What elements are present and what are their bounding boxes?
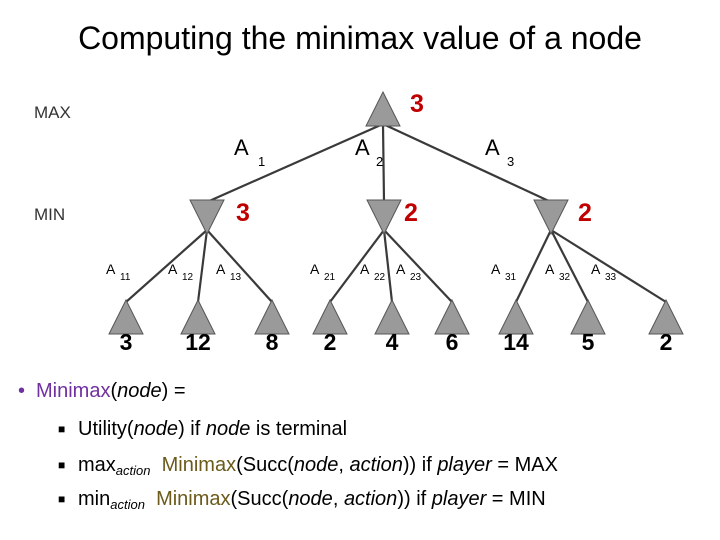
action-label-sub-2: 2 <box>376 154 383 169</box>
action-label-sub-3: 3 <box>507 154 514 169</box>
edge-root-to-min-3 <box>382 123 552 203</box>
edge-min3-to-leaf-3 <box>550 229 667 303</box>
action-label-A21: A <box>310 261 320 277</box>
action-label-sub-13: 13 <box>230 272 242 283</box>
min-node-2 <box>366 199 402 236</box>
edge-root-to-min-1 <box>206 122 384 204</box>
leaf-node-3-1 <box>498 298 534 335</box>
level-label-min: MIN <box>34 205 65 224</box>
max-node-root <box>365 90 401 127</box>
root-value: 3 <box>410 90 424 118</box>
min-node-3 <box>533 199 569 236</box>
level-label-max: MAX <box>34 103 71 122</box>
action-label-sub-12: 12 <box>182 272 194 283</box>
square-bullet-icon: ■ <box>58 492 66 506</box>
action-label-A11: A <box>106 261 116 277</box>
action-label-A33: A <box>591 261 601 277</box>
min-node-value-3: 2 <box>578 199 592 227</box>
action-label-sub-1: 1 <box>258 154 265 169</box>
leaf-node-1-3 <box>254 298 290 335</box>
slide-title: Computing the minimax value of a node <box>78 20 642 56</box>
edge-min1-to-leaf-2 <box>196 229 209 303</box>
action-label-A23: A <box>396 261 406 277</box>
leaf-value-3-3: 2 <box>660 329 673 355</box>
action-label-A31: A <box>491 261 501 277</box>
minimax-fn-label: Minimax <box>161 454 237 476</box>
leaf-value-1-1: 3 <box>120 329 133 355</box>
edge-root-to-min-2 <box>381 123 386 203</box>
bullet-minimax-definition: •Minimax(node) = <box>18 380 186 402</box>
action-label-A13: A <box>216 261 226 277</box>
minimax-fn-label: Minimax <box>156 488 231 510</box>
leaf-node-1-1 <box>108 298 144 335</box>
square-bullet-icon: ■ <box>58 458 66 472</box>
action-label-A22: A <box>360 261 370 277</box>
action-label-A32: A <box>545 261 555 277</box>
leaf-node-3-3 <box>648 298 684 335</box>
leaf-node-3-2 <box>570 298 606 335</box>
minimax-fn-label: Minimax <box>36 380 111 402</box>
action-label-A12: A <box>168 261 178 277</box>
action-label-sub-22: 22 <box>374 272 386 283</box>
edge-min2-to-leaf-2 <box>382 229 394 303</box>
leaf-node-2-3 <box>434 298 470 335</box>
leaf-value-2-2: 4 <box>386 329 399 355</box>
square-bullet-icon: ■ <box>58 422 66 436</box>
leaf-node-2-1 <box>312 298 348 335</box>
leaf-value-2-1: 2 <box>324 329 337 355</box>
bullet-min-rule: ■minaction Minimax(Succ(node, action)) i… <box>58 488 546 512</box>
edge-min3-to-leaf-2 <box>550 229 589 303</box>
leaf-value-3-2: 5 <box>582 329 595 355</box>
bullet-utility-rule: ■Utility(node) if node is terminal <box>58 418 348 440</box>
leaf-node-2-2 <box>374 298 410 335</box>
action-label-sub-11: 11 <box>120 272 131 283</box>
action-label-sub-21: 21 <box>324 272 336 283</box>
leaf-value-2-3: 6 <box>446 329 459 355</box>
min-node-1 <box>189 199 225 236</box>
leaf-value-1-3: 8 <box>266 329 279 355</box>
min-node-value-2: 2 <box>404 199 418 227</box>
action-label-A1: A <box>234 135 249 160</box>
edge-min1-to-leaf-1 <box>125 229 208 303</box>
action-label-A2: A <box>355 135 370 160</box>
min-node-value-1: 3 <box>236 199 250 227</box>
action-label-sub-32: 32 <box>559 272 571 283</box>
action-label-A3: A <box>485 135 500 160</box>
edge-min3-to-leaf-1 <box>515 229 552 303</box>
edge-min1-to-leaf-3 <box>206 229 273 303</box>
action-label-sub-31: 31 <box>505 272 517 283</box>
bullet-max-rule: ■maxaction Minimax(Succ(node, action)) i… <box>58 454 558 478</box>
action-label-sub-23: 23 <box>410 272 422 283</box>
action-label-sub-33: 33 <box>605 272 617 283</box>
leaf-value-3-1: 14 <box>503 329 529 355</box>
edge-min2-to-leaf-3 <box>383 229 453 303</box>
leaf-node-1-2 <box>180 298 216 335</box>
edge-min2-to-leaf-1 <box>329 229 385 303</box>
bullet-dot-icon: • <box>18 380 26 402</box>
leaf-value-1-2: 12 <box>185 329 211 355</box>
